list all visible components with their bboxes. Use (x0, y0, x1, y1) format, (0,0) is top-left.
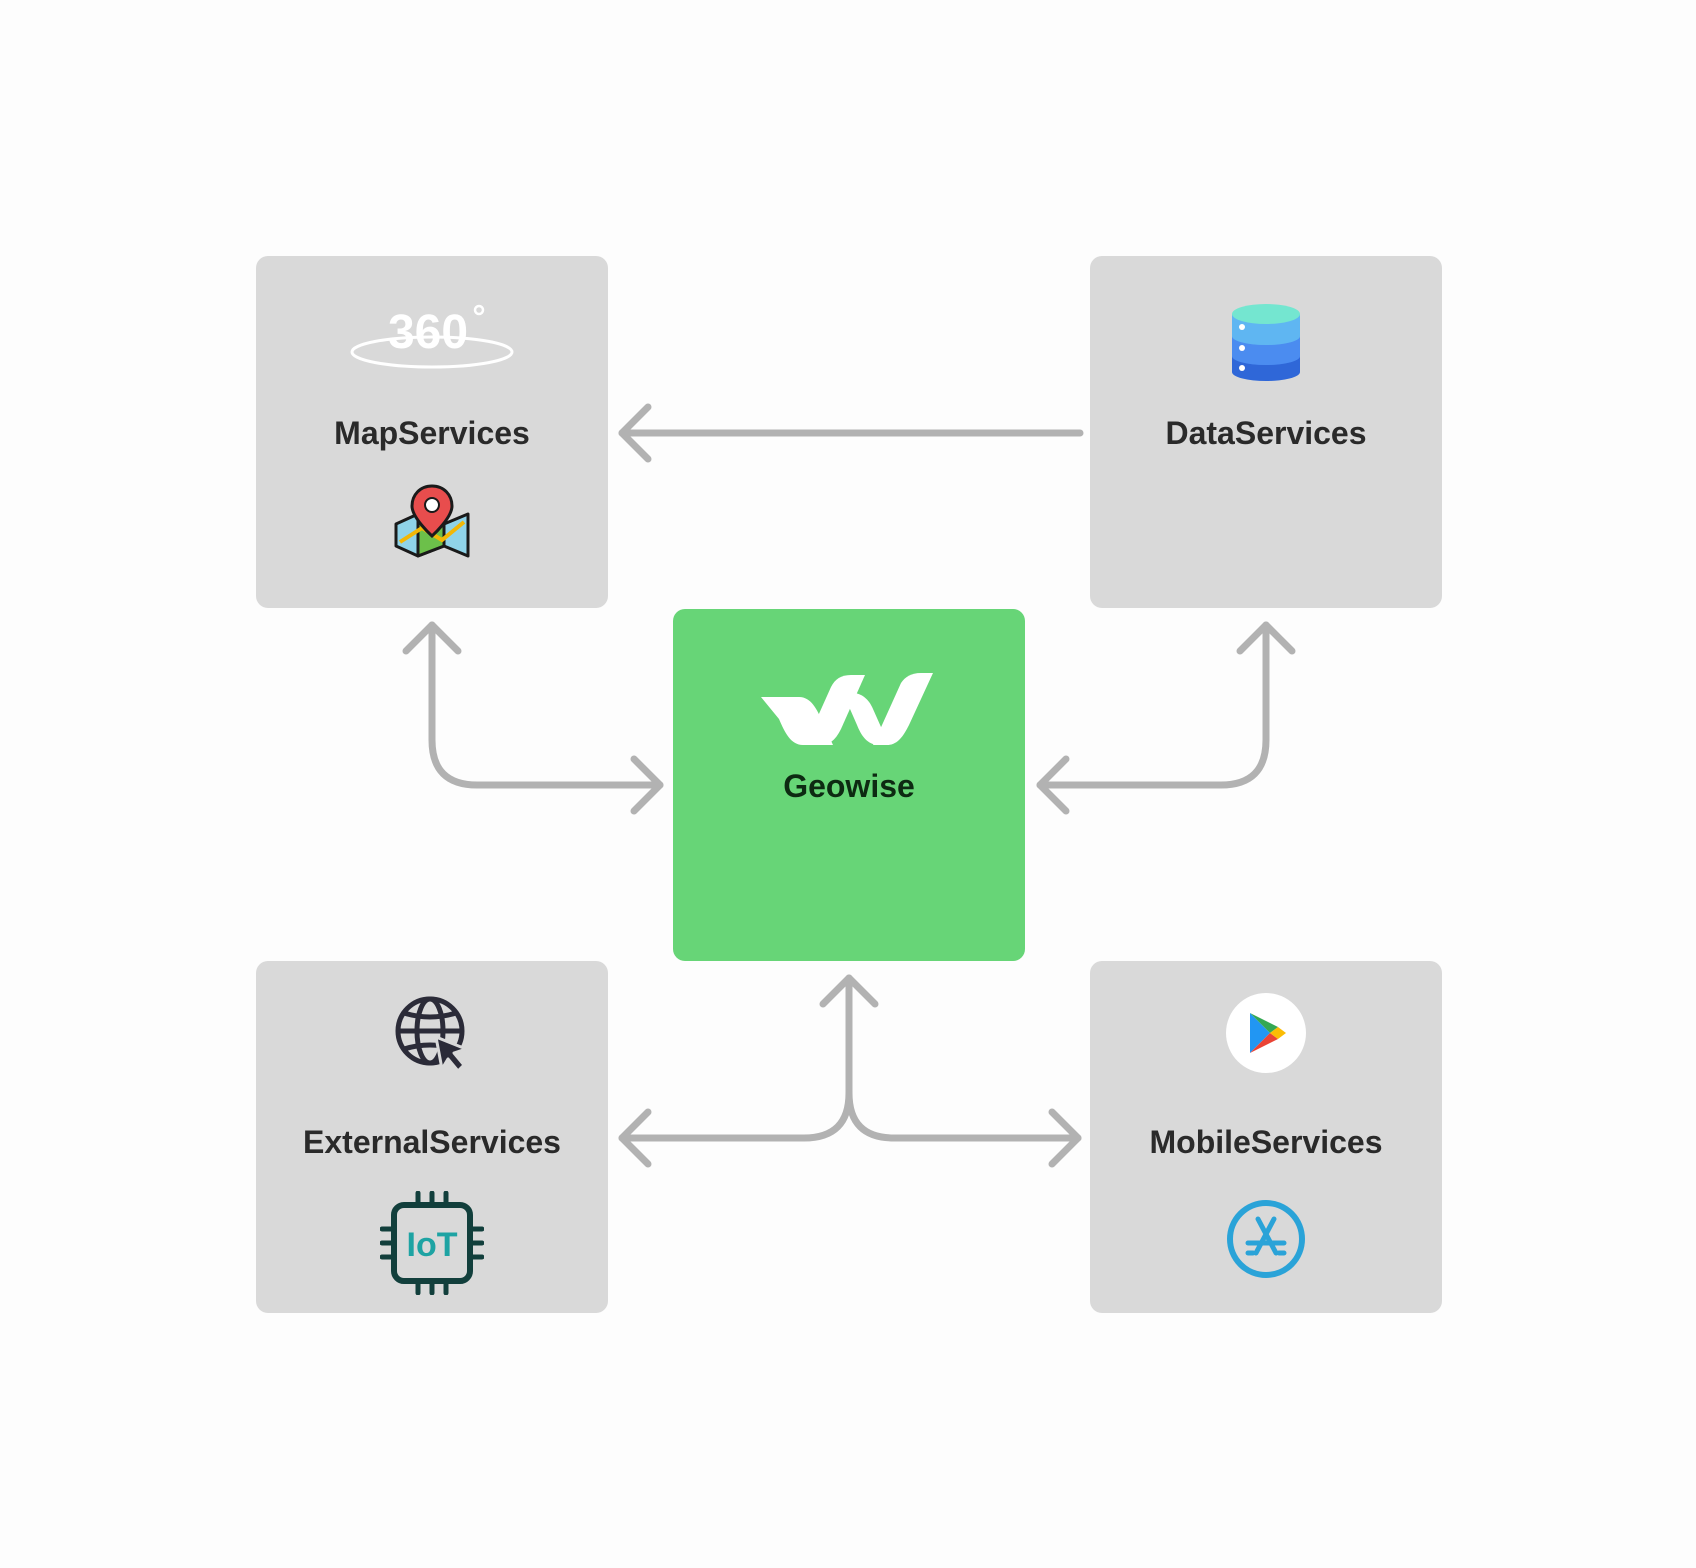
app-store-icon (1227, 1200, 1305, 1278)
map-services-label: MapServices (334, 415, 530, 451)
geowise-logo (761, 673, 933, 745)
google-play-icon (1226, 993, 1306, 1073)
svg-text:360: 360 (388, 306, 468, 359)
360-view-icon: 360 (350, 304, 514, 369)
edge-data-to-core (1036, 621, 1296, 815)
geowise-core-node: Geowise (673, 609, 1025, 961)
map-pin-icon (394, 484, 470, 558)
external-services-label: ExternalServices (303, 1124, 561, 1160)
map-services-node: 360 MapServices (256, 256, 608, 608)
edge-map-to-core (402, 621, 664, 815)
database-icon (1232, 304, 1300, 381)
data-services-label: DataServices (1165, 415, 1367, 451)
mobile-services-node: MobileServices (1090, 961, 1442, 1313)
edge-core-to-external-mobile (618, 974, 1082, 1168)
globe-cursor-icon (395, 996, 468, 1073)
mobile-services-label: MobileServices (1149, 1124, 1383, 1160)
geowise-label: Geowise (783, 768, 915, 804)
data-services-node: DataServices (1090, 256, 1442, 608)
svg-text:IoT: IoT (407, 1226, 458, 1264)
iot-chip-icon: IoT (380, 1191, 484, 1295)
external-services-node: ExternalServices IoT (256, 961, 608, 1313)
edge-data-to-map (618, 403, 1084, 463)
